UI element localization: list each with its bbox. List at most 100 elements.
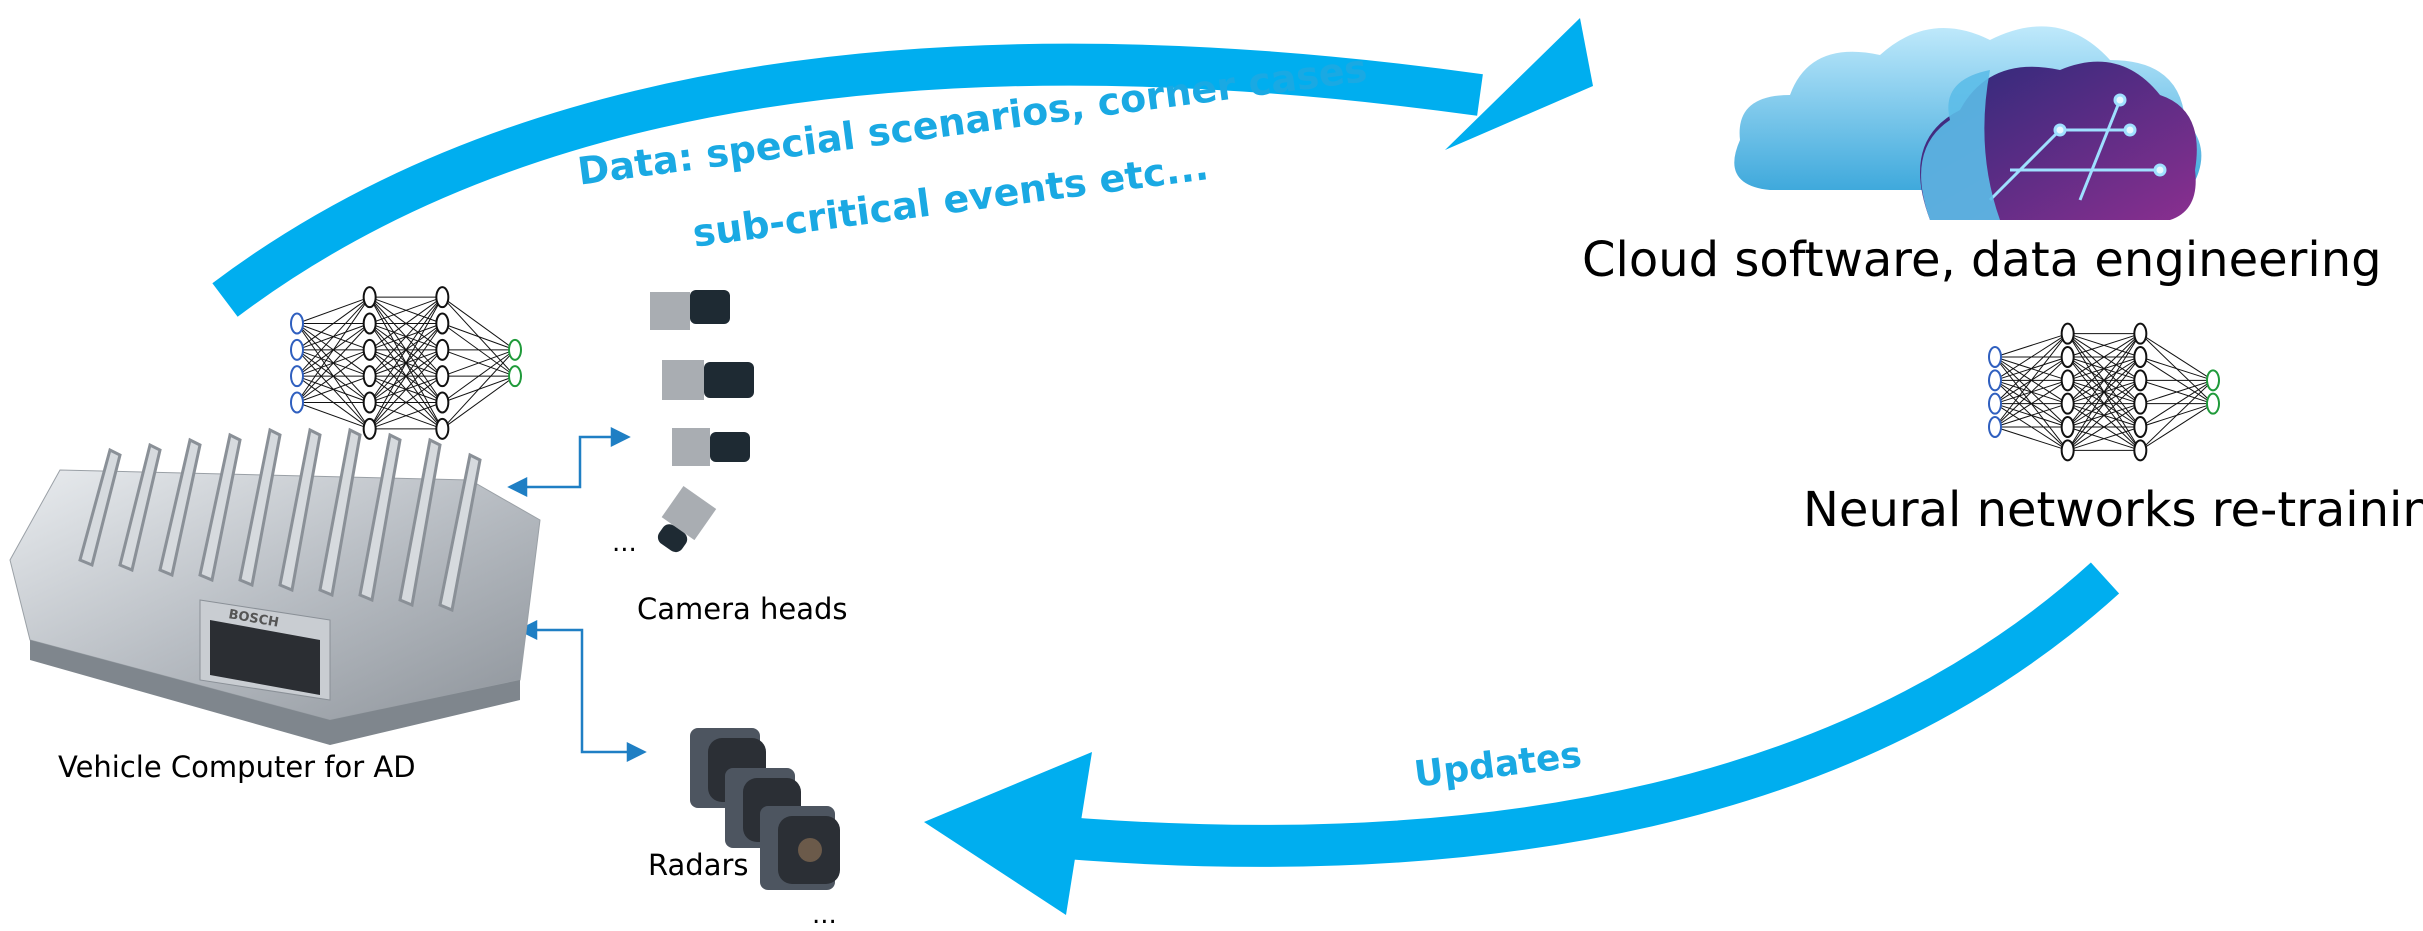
nn-connection <box>2067 403 2141 451</box>
nn-connection <box>369 323 443 430</box>
updates-arrowhead <box>924 752 1092 915</box>
nn-node <box>2133 416 2148 438</box>
camera-connector-arrow <box>507 426 631 498</box>
nn-node <box>1988 392 2002 415</box>
nn-node <box>290 338 304 361</box>
retraining-label: Neural networks re-training <box>1803 482 2423 538</box>
nn-node <box>2060 322 2075 345</box>
nn-node <box>435 312 450 335</box>
cloud-icon <box>1734 26 2202 221</box>
nn-node <box>435 286 450 309</box>
nn-connection <box>296 296 370 351</box>
nn-node <box>290 365 304 388</box>
nn-connection <box>369 349 443 430</box>
nn-node <box>508 365 522 388</box>
nn-connection <box>296 375 370 403</box>
nn-node <box>290 312 304 335</box>
nn-connection <box>296 349 370 403</box>
nn-node <box>2060 439 2075 462</box>
nn-connection <box>2140 333 2214 381</box>
updates-arrow <box>924 562 2120 915</box>
nn-node <box>362 417 377 440</box>
nn-node <box>2060 346 2075 368</box>
camera-more-ellipsis: ... <box>612 528 637 558</box>
nn-connection <box>1994 379 2068 428</box>
nn-connection <box>369 375 443 430</box>
nn-connection <box>442 375 516 430</box>
data-upload-arrow <box>212 18 1593 317</box>
nn-node <box>362 312 377 335</box>
camera-heads-image <box>650 290 754 553</box>
nn-connection <box>2067 333 2141 381</box>
nn-connection <box>2140 379 2214 405</box>
nn-connection <box>296 296 371 377</box>
nn-connection <box>369 402 443 430</box>
updates-arrow-shaft <box>1028 562 2120 867</box>
nn-connection <box>1994 333 2069 405</box>
nn-node <box>2133 346 2148 368</box>
nn-connection <box>1994 403 2068 428</box>
nn-node <box>362 286 377 309</box>
nn-connection <box>296 402 370 430</box>
nn-connection <box>1994 356 2069 428</box>
nn-connection <box>369 296 443 430</box>
nn-node <box>362 365 377 388</box>
nn-connection <box>2067 333 2141 405</box>
nn-connection <box>2140 379 2214 428</box>
nn-connection <box>1994 333 2068 358</box>
neural-network-right-icon <box>1988 322 2220 462</box>
nn-node <box>1988 369 2002 392</box>
radars-image <box>690 728 840 890</box>
nn-connection <box>369 296 443 403</box>
neural-network-left-icon <box>290 286 522 440</box>
cloud-label: Cloud software, data engineering <box>1582 232 2382 288</box>
nn-node <box>2133 439 2148 462</box>
nn-connection <box>369 296 443 351</box>
data-upload-arrowhead <box>1445 18 1593 150</box>
nn-node <box>362 391 377 414</box>
nn-connection <box>296 323 371 403</box>
nn-connection <box>296 296 371 403</box>
nn-connection <box>2140 403 2214 451</box>
nn-node <box>362 338 377 361</box>
nn-connection <box>442 296 516 351</box>
nn-node <box>2060 392 2075 415</box>
nn-node <box>435 338 450 361</box>
nn-node <box>290 391 304 414</box>
nn-node <box>2133 322 2148 345</box>
nn-node <box>2060 416 2075 438</box>
nn-connection <box>1994 333 2068 381</box>
radar-more-ellipsis: ... <box>812 900 837 930</box>
nn-node <box>435 391 450 414</box>
vehicle-computer-label: Vehicle Computer for AD <box>58 750 416 784</box>
nn-connection <box>369 296 443 324</box>
nn-connection <box>442 349 516 403</box>
camera-heads-label: Camera heads <box>637 592 848 626</box>
nn-node <box>435 365 450 388</box>
nn-connection <box>2067 333 2141 451</box>
nn-connection <box>2067 333 2141 358</box>
nn-connection <box>442 349 516 377</box>
radars-label: Radars <box>648 848 749 882</box>
nn-connection <box>2067 356 2141 451</box>
nn-connection <box>1994 426 2068 451</box>
nn-node <box>2060 369 2075 392</box>
nn-node <box>2133 369 2148 392</box>
nn-node <box>2133 392 2148 415</box>
nn-connection <box>296 296 370 324</box>
nn-connection <box>369 296 443 377</box>
nn-node <box>2206 392 2220 415</box>
nn-node <box>2206 369 2220 392</box>
nn-connection <box>2140 356 2214 381</box>
nn-connection <box>441 349 516 430</box>
nn-connection <box>2139 379 2214 451</box>
nn-node <box>1988 416 2002 438</box>
nn-node <box>435 417 450 440</box>
radar-connector-arrow <box>517 619 647 763</box>
nn-connection <box>2067 379 2141 451</box>
nn-connection <box>2067 333 2141 428</box>
vehicle-computer-image: BOSCH <box>9 427 541 745</box>
nn-connection <box>1994 333 2069 428</box>
